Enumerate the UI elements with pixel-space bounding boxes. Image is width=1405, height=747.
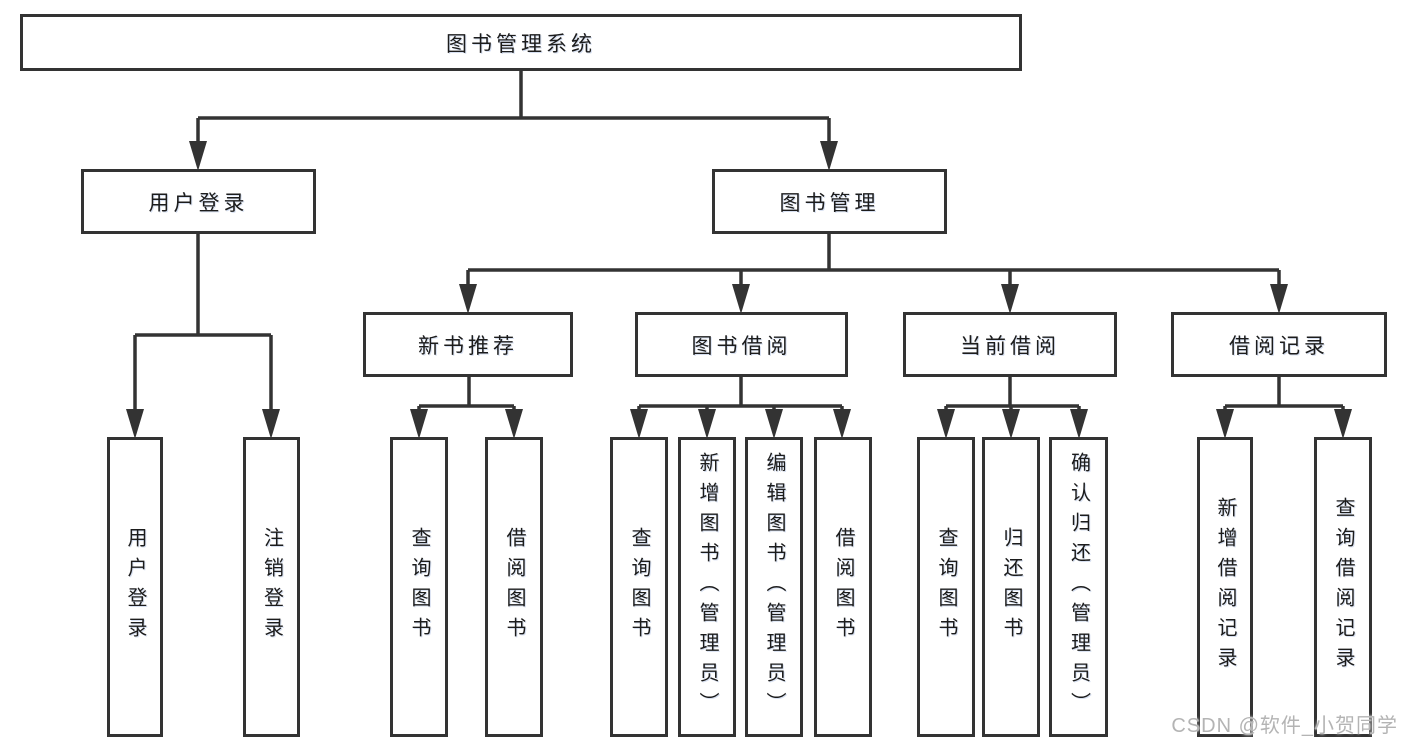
node-leaf-query-books-recommend: 查询图书 [390, 437, 448, 737]
connector-borrow-records [1216, 377, 1352, 439]
connector-current-borrow [937, 377, 1088, 439]
node-new-book-recommend: 新书推荐 [363, 312, 573, 377]
node-leaf-query-books-borrow: 查询图书 [610, 437, 668, 737]
node-leaf-confirm-return-admin: 确认归还（管理员） [1049, 437, 1108, 737]
node-leaf-borrow-books: 借阅图书 [814, 437, 872, 737]
node-book-management: 图书管理 [712, 169, 947, 234]
connector-new-book-recommend [410, 377, 523, 439]
node-leaf-edit-book-admin: 编辑图书（管理员） [745, 437, 803, 737]
connector-book-management [459, 233, 1288, 314]
node-leaf-borrow-books-recommend: 借阅图书 [485, 437, 543, 737]
node-leaf-add-borrow-record: 新增借阅记录 [1197, 437, 1253, 737]
node-current-borrow: 当前借阅 [903, 312, 1117, 377]
node-root: 图书管理系统 [20, 14, 1022, 71]
connector-book-borrow [630, 377, 851, 439]
node-user-login: 用户登录 [81, 169, 316, 234]
node-leaf-query-borrow-record: 查询借阅记录 [1314, 437, 1372, 737]
node-leaf-add-book-admin: 新增图书（管理员） [678, 437, 736, 737]
node-leaf-return-book: 归还图书 [982, 437, 1040, 737]
connector-user-login [126, 233, 280, 439]
node-book-borrow: 图书借阅 [635, 312, 848, 377]
node-borrow-records: 借阅记录 [1171, 312, 1387, 377]
node-leaf-user-login: 用户登录 [107, 437, 163, 737]
node-leaf-query-books-current: 查询图书 [917, 437, 975, 737]
watermark: CSDN @软件_小贺同学 [1171, 715, 1398, 737]
connector-root [189, 71, 838, 171]
node-leaf-logout: 注销登录 [243, 437, 300, 737]
